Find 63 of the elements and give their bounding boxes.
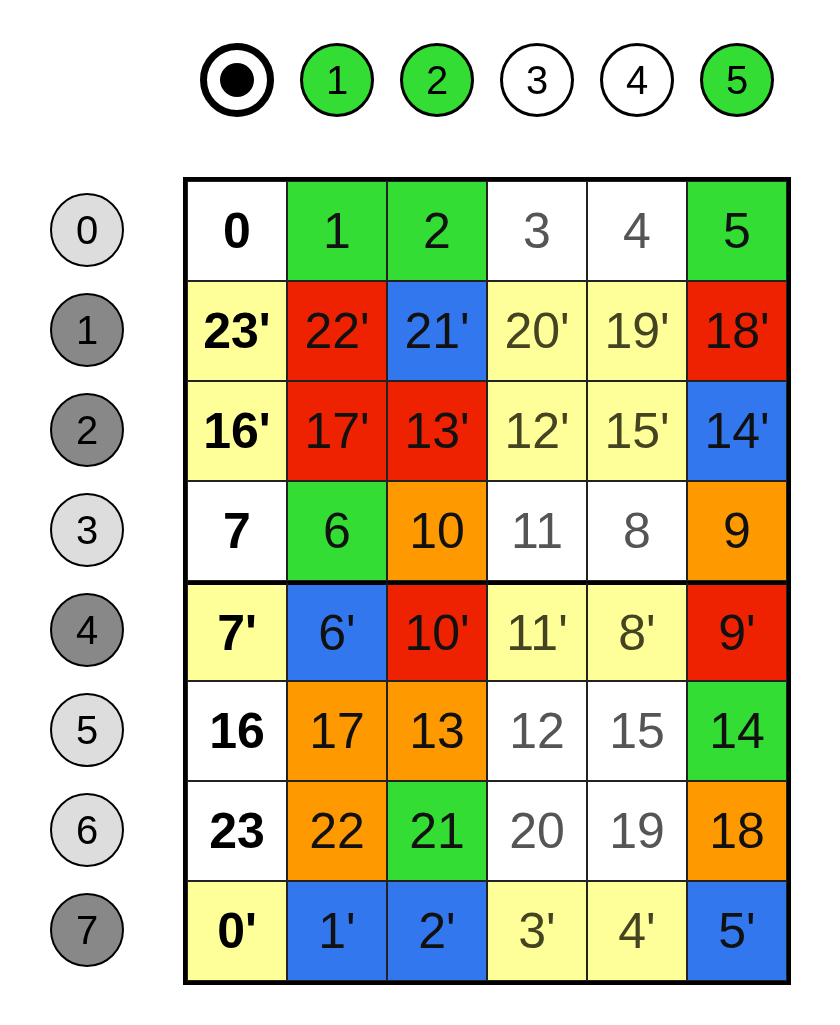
table-cell: 21 (387, 781, 487, 881)
table-cell: 2' (387, 881, 487, 981)
table-cell: 14' (687, 381, 787, 481)
table-cell: 15' (587, 381, 687, 481)
row-number-circle: 6 (50, 793, 124, 867)
table-cell: 8 (587, 481, 687, 581)
table-cell: 6 (287, 481, 387, 581)
table-cell: 9 (687, 481, 787, 581)
table-cell: 3 (487, 181, 587, 281)
table-cell: 4' (587, 881, 687, 981)
table-cell: 0 (187, 181, 287, 281)
number-circle: 1 (300, 43, 374, 117)
table-cell: 12' (487, 381, 587, 481)
table-cell: 8' (587, 581, 687, 681)
table-cell: 5' (687, 881, 787, 981)
table-cell: 21' (387, 281, 487, 381)
table-cell: 13' (387, 381, 487, 481)
table-cell: 12 (487, 681, 587, 781)
row-number-circle: 5 (50, 693, 124, 767)
table-cell: 10' (387, 581, 487, 681)
table-cell: 19 (587, 781, 687, 881)
table-cell: 4 (587, 181, 687, 281)
row-number-circle: 7 (50, 893, 124, 967)
table-cell: 23' (187, 281, 287, 381)
table-cell: 22 (287, 781, 387, 881)
table-cell: 6' (287, 581, 387, 681)
number-circle: 5 (700, 43, 774, 117)
table-cell: 16 (187, 681, 287, 781)
table-cell: 22' (287, 281, 387, 381)
table-cell: 20 (487, 781, 587, 881)
table-cell: 18 (687, 781, 787, 881)
table-cell: 23 (187, 781, 287, 881)
table-cell: 16' (187, 381, 287, 481)
table-cell: 18' (687, 281, 787, 381)
row-number-circle: 0 (50, 193, 124, 267)
number-circle: 2 (400, 43, 474, 117)
table-cell: 13 (387, 681, 487, 781)
table-grid (183, 177, 791, 985)
table-cell: 17 (287, 681, 387, 781)
number-circle: 4 (600, 43, 674, 117)
table-cell: 11 (487, 481, 587, 581)
table-cell: 3' (487, 881, 587, 981)
table-cell: 14 (687, 681, 787, 781)
table-cell: 10 (387, 481, 487, 581)
row-number-circle: 4 (50, 593, 124, 667)
row-number-circle: 2 (50, 393, 124, 467)
table-cell: 17' (287, 381, 387, 481)
number-circle: 3 (500, 43, 574, 117)
table-cell: 9' (687, 581, 787, 681)
table-cell: 7 (187, 481, 287, 581)
table-cell: 1' (287, 881, 387, 981)
table-cell: 0' (187, 881, 287, 981)
row-number-circle: 1 (50, 293, 124, 367)
target-symbol (200, 43, 274, 117)
table-cell: 11' (487, 581, 587, 681)
table-cell: 19' (587, 281, 687, 381)
table-cell: 7' (187, 581, 287, 681)
table-cell: 15 (587, 681, 687, 781)
table-cell: 20' (487, 281, 587, 381)
row-number-circle: 3 (50, 493, 124, 567)
table-cell: 5 (687, 181, 787, 281)
table-cell: 2 (387, 181, 487, 281)
table-cell: 1 (287, 181, 387, 281)
